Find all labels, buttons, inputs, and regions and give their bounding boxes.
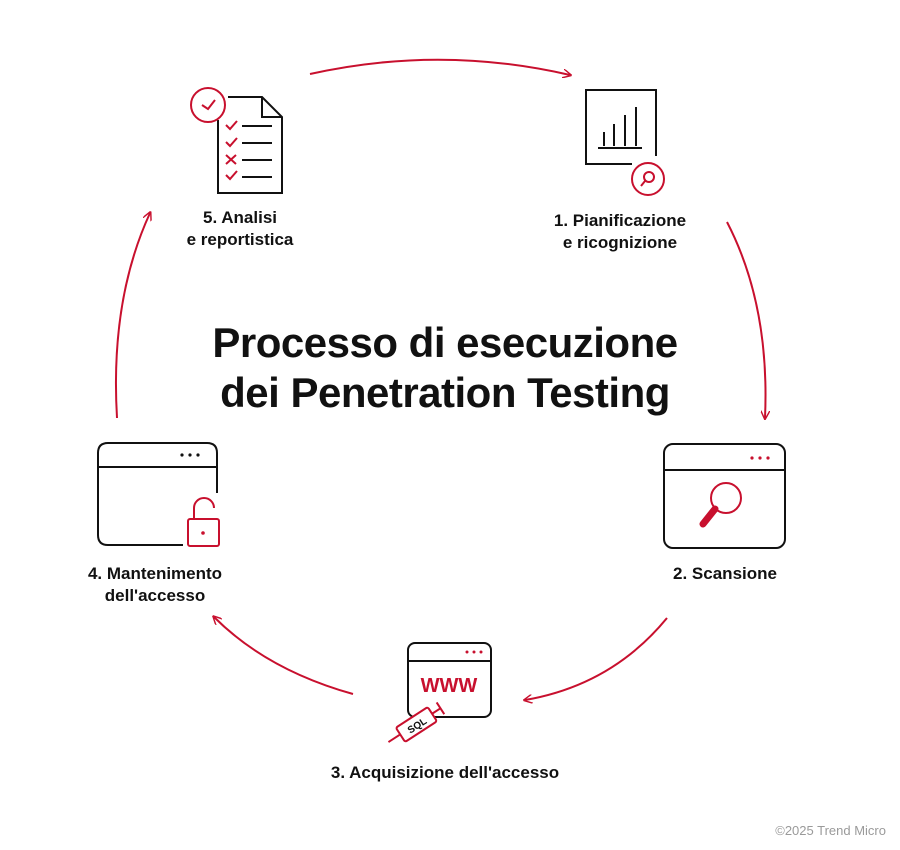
step-5-label: 5. Analisi e reportistica [140, 207, 340, 251]
diagram-title-line-2: dei Penetration Testing [220, 369, 670, 416]
browser-search-icon [663, 443, 786, 549]
diagram-title: Processo di esecuzione dei Penetration T… [150, 318, 740, 418]
diagram-title-line-1: Processo di esecuzione [212, 319, 678, 366]
step-1-label-line-1: 1. Pianificazione [553, 211, 687, 230]
arrow-step4-to-step5 [114, 213, 150, 419]
arrow-step3-to-step4 [214, 617, 354, 695]
report-magnifier-icon [585, 89, 665, 196]
arrow-step2-to-step3 [525, 617, 668, 700]
www-text: WWW [421, 675, 478, 697]
step-2-label-line-1: 2. Scansione [673, 564, 777, 583]
step-2-label: 2. Scansione [640, 563, 810, 585]
step-4-label-line-1: 4. Mantenimento [87, 564, 223, 583]
step-5-label-line-1: 5. Analisi [202, 208, 277, 227]
browser-unlock-icon [97, 442, 220, 547]
step-3-label: 3. Acquisizione dell'accesso [280, 762, 610, 784]
step-4-label-line-2: dell'accesso [104, 586, 206, 605]
step-4-label: 4. Mantenimento dell'accesso [50, 563, 260, 607]
sql-injection-icon: WWW SQL [387, 642, 492, 743]
arrow-step1-to-step2 [726, 221, 766, 418]
step-5-label-line-2: e reportistica [186, 230, 294, 249]
arrow-step5-to-step1 [309, 58, 570, 75]
step-1-label-line-2: e ricognizione [562, 233, 678, 252]
copyright-footer: ©2025 Trend Micro [775, 823, 886, 838]
step-3-label-line-1: 3. Acquisizione dell'accesso [330, 763, 560, 782]
step-1-label: 1. Pianificazione e ricognizione [520, 210, 720, 254]
checklist-clock-icon [190, 87, 283, 194]
